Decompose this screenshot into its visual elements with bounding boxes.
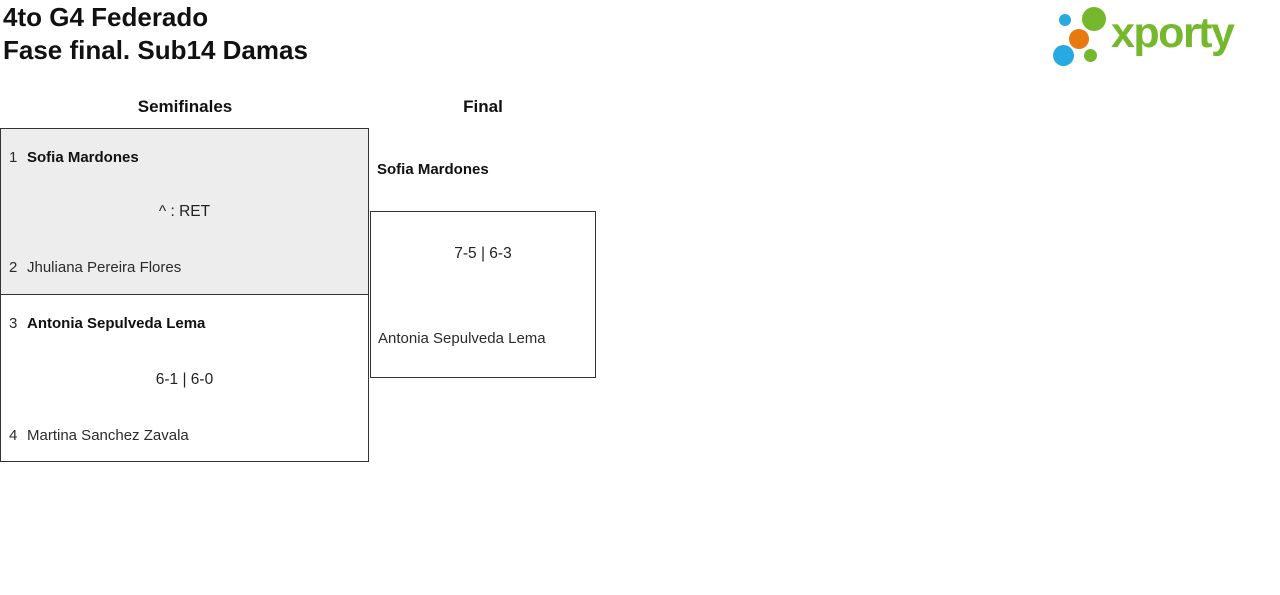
player-seed: 1 [9, 149, 18, 166]
player-row: 4 Martina Sanchez Zavala [9, 425, 362, 447]
player-row: 3 Antonia Sepulveda Lema [9, 313, 362, 335]
player-seed: 4 [9, 427, 18, 444]
final-player-top: Sofia Mardones [377, 161, 489, 178]
logo-dot-blue-small-icon [1059, 14, 1071, 26]
page-title: 4to G4 Federado Fase final. Sub14 Damas [3, 1, 308, 67]
logo-dot-green-large-icon [1082, 7, 1106, 31]
match-score: 6-1 | 6-0 [155, 371, 214, 388]
semifinal-match-2[interactable]: 3 Antonia Sepulveda Lema 6-1 | 6-0 4 Mar… [0, 294, 369, 462]
player-seed: 3 [9, 315, 18, 332]
page-title-line2: Fase final. Sub14 Damas [3, 35, 308, 65]
player-name: Jhuliana Pereira Flores [27, 259, 182, 276]
player-row: 1 Sofia Mardones [9, 147, 362, 169]
page-title-line1: 4to G4 Federado [3, 2, 209, 32]
logo-dot-orange-icon [1069, 29, 1089, 49]
player-name: Sofia Mardones [27, 149, 139, 166]
player-name: Martina Sanchez Zavala [27, 427, 189, 444]
round-header-semifinales: Semifinales [137, 97, 233, 116]
logo-wordmark: xporty [1111, 9, 1235, 57]
round-header-final: Final [463, 97, 503, 116]
xporty-logo[interactable]: xporty [1051, 3, 1235, 67]
semifinal-match-1[interactable]: 1 Sofia Mardones ^ : RET 2 Jhuliana Pere… [0, 128, 369, 295]
final-player-bottom: Antonia Sepulveda Lema [378, 330, 546, 347]
logo-dot-blue-large-icon [1053, 45, 1074, 66]
player-row: 2 Jhuliana Pereira Flores [9, 257, 362, 279]
player-name: Antonia Sepulveda Lema [27, 315, 206, 332]
logo-dots-icon [1051, 3, 1111, 67]
match-score: 7-5 | 6-3 [454, 245, 512, 262]
logo-dot-green-small-icon [1084, 49, 1097, 62]
player-seed: 2 [9, 259, 18, 276]
final-match[interactable]: 7-5 | 6-3 Antonia Sepulveda Lema [370, 211, 596, 378]
match-score: ^ : RET [158, 203, 211, 220]
